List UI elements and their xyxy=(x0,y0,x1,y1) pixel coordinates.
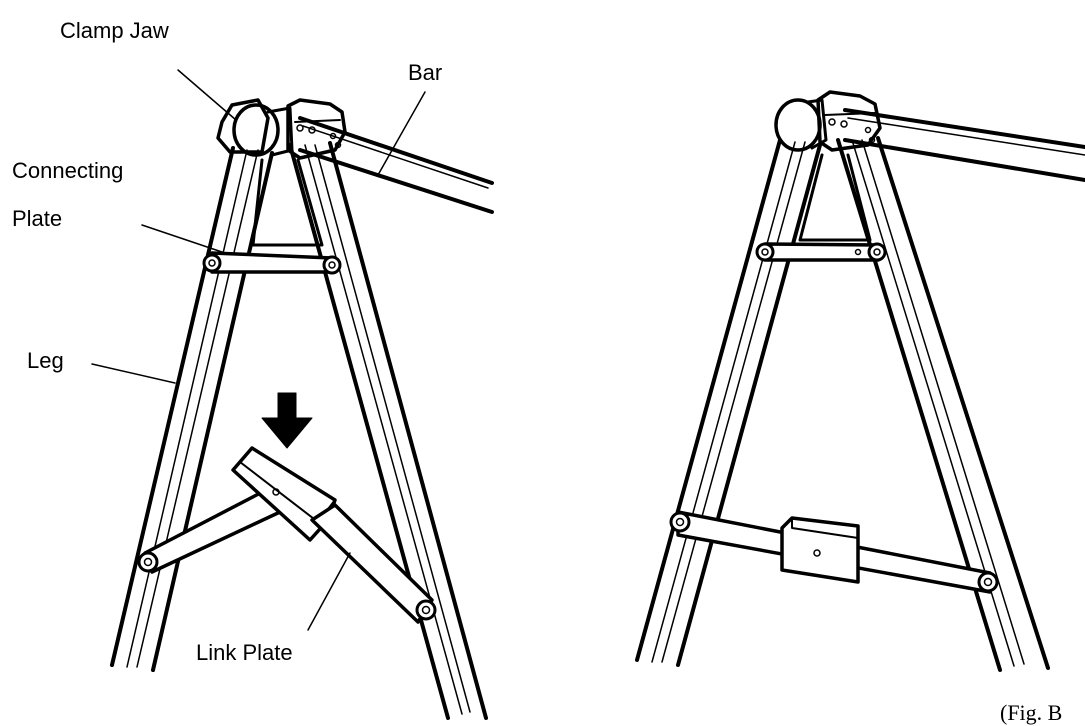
left-bracket-head xyxy=(286,98,347,160)
leader-lines xyxy=(91,69,426,631)
label-leg: Leg xyxy=(27,348,64,373)
down-arrow-icon xyxy=(261,392,313,449)
right-leg-rear xyxy=(836,136,1050,672)
left-link-plate xyxy=(137,446,437,624)
right-leg-front xyxy=(635,138,822,667)
right-connecting-plate xyxy=(755,242,887,262)
right-bracket-head xyxy=(816,90,882,152)
left-leg-front xyxy=(110,146,274,672)
label-link-plate: Link Plate xyxy=(196,640,293,665)
left-clamp-jaw xyxy=(216,98,294,157)
left-bar xyxy=(298,116,494,214)
label-connecting-plate-line1: Connecting xyxy=(12,158,124,183)
label-clamp-jaw: Clamp Jaw xyxy=(60,18,169,43)
right-link-plate xyxy=(669,510,999,594)
right-sawhorse xyxy=(635,90,1085,672)
label-connecting-plate-line2: Plate xyxy=(12,206,63,231)
left-leg-rear xyxy=(288,141,488,720)
left-sawhorse xyxy=(110,98,494,720)
label-bar: Bar xyxy=(408,60,443,85)
right-bar xyxy=(843,108,1085,182)
left-connecting-plate xyxy=(202,251,342,275)
figure-caption: (Fig. B xyxy=(1000,700,1063,725)
